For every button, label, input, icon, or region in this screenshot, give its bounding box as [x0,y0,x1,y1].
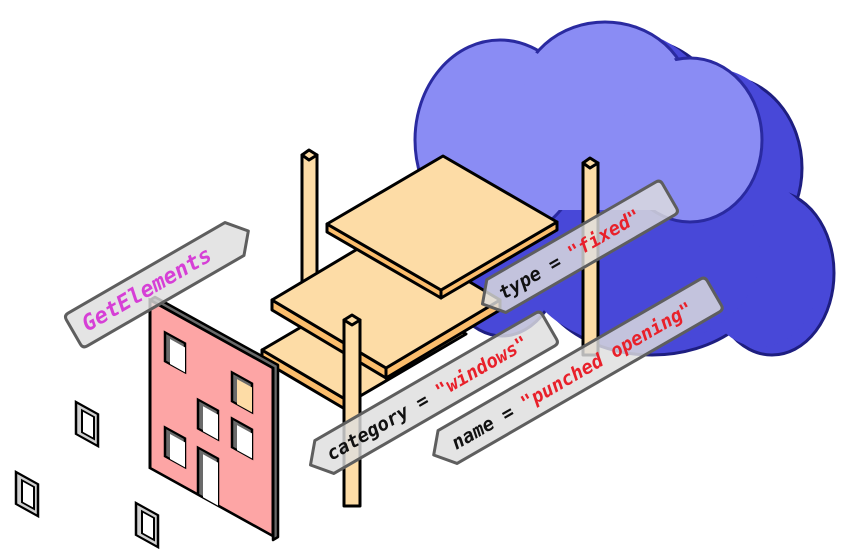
door-icon [196,445,220,508]
window-icon [230,416,254,461]
window-icon [230,370,254,415]
window-icon [163,425,187,470]
window-frame-icon [134,501,160,550]
attribute-tag-type: type = "fixed" [480,179,679,314]
building-wall [148,295,280,542]
attribute-tag-category: category = "windows" [308,310,559,475]
window-frame-icon [74,400,100,449]
shelf-top [325,154,559,300]
shelf-post-front [342,313,362,508]
window-icon [196,397,220,442]
window-frame-icon [14,470,40,519]
window-icon [163,330,187,375]
